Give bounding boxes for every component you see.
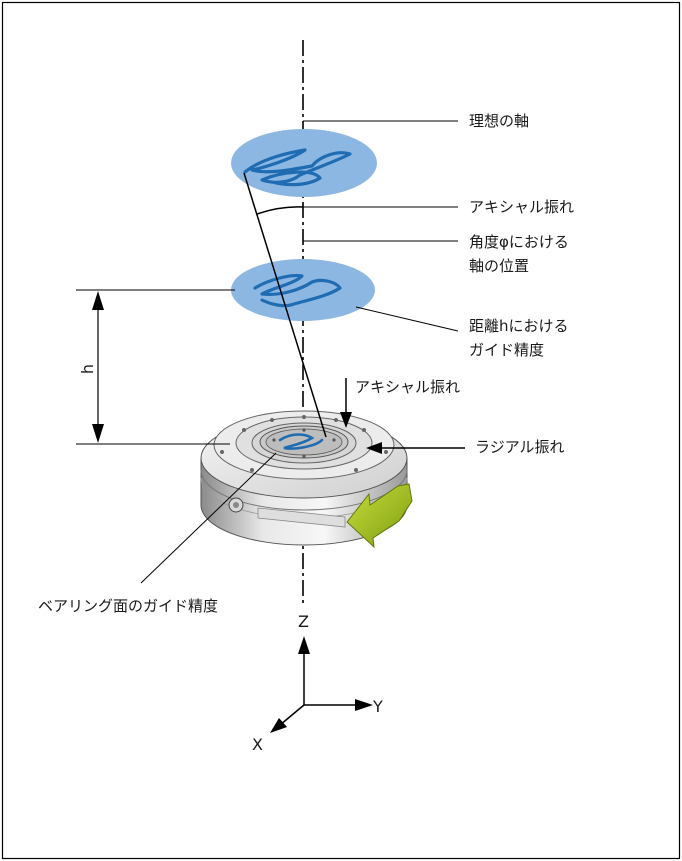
radial-runout-arrow-head: [366, 442, 382, 454]
h-arrow-top: [92, 291, 104, 310]
upper-trace: [243, 148, 352, 187]
leader-bearing-guide: [140, 452, 277, 584]
axial-runout-arrow-head: [340, 412, 352, 428]
label-axis-position-line1: 角度φにおける: [469, 233, 569, 251]
leader-guide-accuracy: [355, 306, 459, 332]
x-axis-arrowhead: [270, 718, 287, 733]
x-axis-label: X: [252, 735, 263, 754]
cross-roller-bearing: [200, 410, 408, 546]
z-axis-label: Z: [298, 612, 309, 631]
lower-runout-ellipse: [231, 259, 375, 321]
angle-arc: [256, 206, 304, 215]
label-axis-position-line2: 軸の位置: [469, 257, 529, 275]
y-axis-arrowhead: [355, 699, 373, 711]
axis-position-line: [243, 172, 327, 438]
label-axial-runout-upper: アキシャル振れ: [469, 198, 574, 216]
lower-trace: [253, 274, 342, 308]
label-guide-accuracy-line2: ガイド精度: [469, 341, 544, 359]
z-axis-arrowhead: [298, 636, 310, 654]
label-ideal-axis: 理想の軸: [469, 112, 529, 130]
label-bearing-guide-accuracy: ベアリング面のガイド精度: [38, 597, 218, 615]
upper-runout-ellipse: [231, 129, 377, 197]
rotation-arrow: [346, 483, 413, 549]
label-axial-runout-lower: アキシャル振れ: [355, 378, 460, 396]
label-guide-accuracy-line1: 距離hにおける: [469, 317, 569, 335]
y-axis-label: Y: [372, 697, 383, 716]
x-axis: [279, 704, 305, 726]
label-radial-runout: ラジアル振れ: [475, 438, 565, 456]
distance-h-label: h: [78, 364, 97, 374]
h-arrow-bottom: [92, 424, 104, 443]
